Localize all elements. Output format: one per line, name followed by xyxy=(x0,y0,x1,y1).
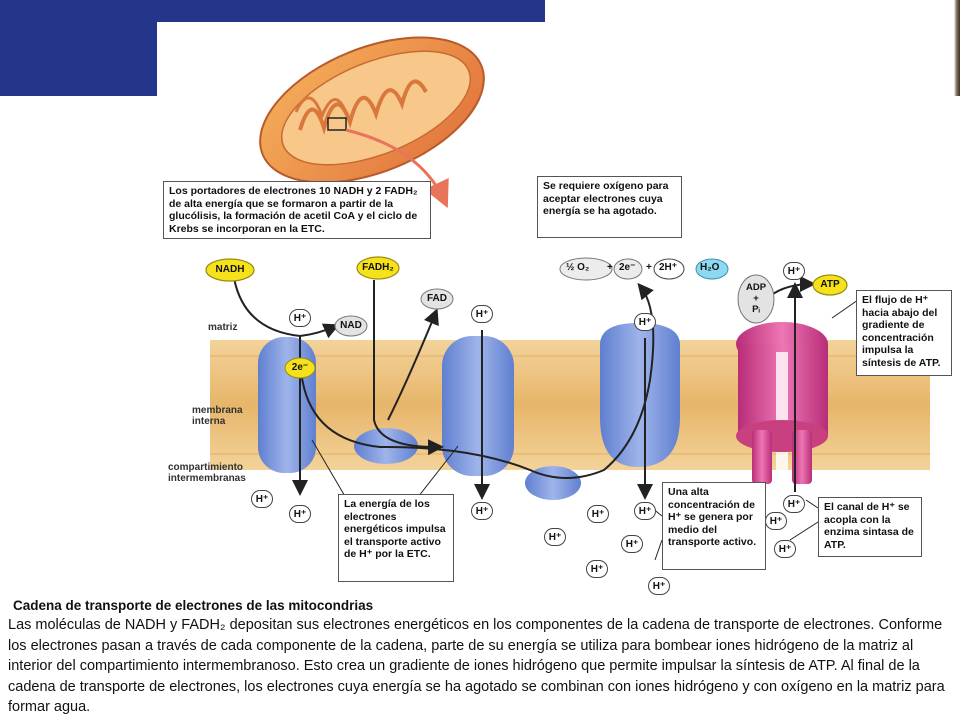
electrons-shape xyxy=(284,357,316,379)
h-ion: H⁺ xyxy=(471,305,493,323)
oxygen-note: Se requiere oxígeno para aceptar electro… xyxy=(537,176,682,238)
slide-edge-image xyxy=(954,0,960,96)
nadh-to-nad-arrow xyxy=(233,277,340,339)
atp-label: ATP xyxy=(820,279,840,290)
adp-shape xyxy=(737,274,775,324)
nad-label: NAD xyxy=(340,320,362,331)
mitochondrion-illustration xyxy=(259,36,485,209)
fadh2-shape xyxy=(356,256,400,280)
h-ion: H⁺ xyxy=(289,505,311,523)
complex-iii xyxy=(442,336,514,476)
inner-membrane-label: membrana interna xyxy=(192,405,243,427)
complex-iv xyxy=(600,323,680,467)
adp-pi-label: ADP + Pᵢ xyxy=(745,282,767,315)
nad-shape xyxy=(334,315,368,337)
atp-arrow xyxy=(769,276,816,297)
matrix-label: matriz xyxy=(208,322,238,333)
plus-sign-2: + xyxy=(646,262,652,273)
fadh2-label: FADH₂ xyxy=(362,262,394,273)
half-oxygen-label: ½ O₂ xyxy=(566,262,590,273)
nadh-shape xyxy=(205,258,255,282)
atp-shape xyxy=(812,274,848,296)
plus-sign-1: + xyxy=(607,262,613,273)
h-ion: H⁺ xyxy=(634,313,656,331)
h-ion: H⁺ xyxy=(289,309,311,327)
fad-shape xyxy=(420,288,454,310)
h-ion: H⁺ xyxy=(634,502,656,520)
electrons-label: 2e⁻ xyxy=(291,362,309,373)
fad-label: FAD xyxy=(427,293,447,304)
caption-title: Cadena de transporte de electrones de la… xyxy=(13,598,374,613)
two-h-label: 2H⁺ xyxy=(659,262,678,273)
h-ion: H⁺ xyxy=(587,505,609,523)
caption-body: Las moléculas de NADH y FADH₂ depositan … xyxy=(8,617,945,715)
h-ion: H⁺ xyxy=(648,577,670,595)
atp-synthase xyxy=(736,322,828,484)
h-ion: H⁺ xyxy=(774,540,796,558)
h-ion: H⁺ xyxy=(251,490,273,508)
oxygen-shape xyxy=(559,257,613,281)
water-shape xyxy=(695,258,729,280)
h-ion: H⁺ xyxy=(544,528,566,546)
slide-corner-block xyxy=(0,0,157,96)
h-ion: H⁺ xyxy=(783,495,805,513)
carriers-note: Los portadores de electrones 10 NADH y 2… xyxy=(163,181,431,239)
two-electrons-label: 2e⁻ xyxy=(619,262,636,273)
fad-arrow xyxy=(387,308,439,421)
h-ion: H⁺ xyxy=(783,262,805,280)
high-concentration-note: Una alta concentración de H⁺ se genera p… xyxy=(662,482,766,570)
electron-flow-arrow xyxy=(301,282,655,479)
two-h-shape xyxy=(653,258,685,280)
two-e-shape xyxy=(613,258,643,280)
h-ion: H⁺ xyxy=(621,535,643,553)
nadh-label: NADH xyxy=(215,264,245,275)
complex-i xyxy=(258,337,316,473)
fadh2-electron-arrow xyxy=(373,280,444,456)
water-label: H₂O xyxy=(700,262,720,273)
h-ion: H⁺ xyxy=(765,512,787,530)
active-transport-note: La energía de los electrones energéticos… xyxy=(338,494,454,582)
hydrogen-flow-note: El flujo de H⁺ hacia abajo del gradiente… xyxy=(856,290,952,376)
h-ion: H⁺ xyxy=(471,502,493,520)
synthase-channel-note: El canal de H⁺ se acopla con la enzima s… xyxy=(818,497,922,557)
h-ion: H⁺ xyxy=(586,560,608,578)
intermembrane-label: compartimiento intermembranas xyxy=(168,462,246,484)
